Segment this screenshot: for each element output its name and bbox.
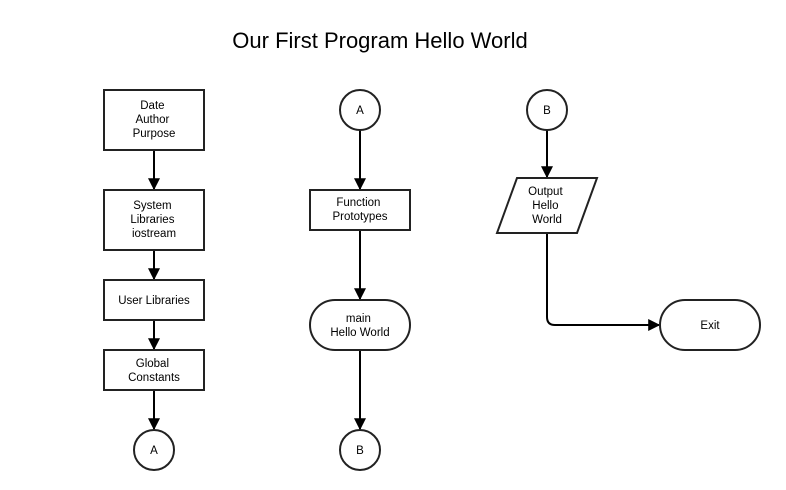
connector-b-out-label: B xyxy=(356,445,364,457)
svg-text:Exit: Exit xyxy=(700,320,720,332)
header-line-author: Author xyxy=(135,114,169,126)
io-output-hello-world: Output Hello World xyxy=(495,177,599,234)
output-line-2: Hello xyxy=(532,200,558,212)
svg-text:Date Author Purpos: Date Author Purpose xyxy=(133,100,176,140)
svg-text:A: A xyxy=(356,105,364,117)
process-header: Date Author Purpose xyxy=(103,89,205,151)
system-libs-line-1: System xyxy=(133,200,171,212)
edges xyxy=(148,130,661,431)
svg-text:B: B xyxy=(543,105,551,117)
svg-text:main Hello World: main Hello World xyxy=(330,313,389,339)
main-line-1: main xyxy=(346,313,371,325)
svg-text:A: A xyxy=(150,445,158,457)
main-line-2: Hello World xyxy=(330,327,389,339)
diagram-title: Our First Program Hello World xyxy=(232,28,527,53)
process-system-libraries: System Libraries iostream xyxy=(103,189,205,251)
svg-text:B: B xyxy=(356,445,364,457)
terminal-exit: Exit xyxy=(659,299,761,351)
connector-b-in: B xyxy=(526,89,568,131)
process-function-prototypes: Function Prototypes xyxy=(309,189,411,231)
connector-a-out: A xyxy=(133,429,175,471)
connector-a-out-label: A xyxy=(150,445,158,457)
svg-text:System Libraries i: System Libraries iostream xyxy=(130,200,177,240)
connector-b-out: B xyxy=(339,429,381,471)
edge-output-to-exit xyxy=(546,233,661,331)
connector-b-in-label: B xyxy=(543,105,551,117)
connector-a-in-label: A xyxy=(356,105,364,117)
exit-label: Exit xyxy=(700,320,720,332)
output-line-3: World xyxy=(532,214,562,226)
svg-text:Output Hello World: Output Hello World xyxy=(528,186,566,226)
globals-line-1: Global xyxy=(136,358,169,370)
system-libs-line-3: iostream xyxy=(132,228,176,240)
system-libs-line-2: Libraries xyxy=(130,214,174,226)
svg-text:Function Prototypes: Function Prototypes xyxy=(333,197,388,223)
header-line-purpose: Purpose xyxy=(133,128,176,140)
header-line-date: Date xyxy=(140,100,164,112)
prototypes-line-1: Function xyxy=(336,197,380,209)
svg-text:User Libraries: User Libraries xyxy=(118,295,190,307)
output-line-1: Output xyxy=(528,186,563,198)
process-user-libraries: User Libraries xyxy=(103,279,205,321)
globals-line-2: Constants xyxy=(128,372,180,384)
prototypes-line-2: Prototypes xyxy=(333,211,388,223)
process-global-constants: Global Constants xyxy=(103,349,205,391)
connector-a-in: A xyxy=(339,89,381,131)
user-libs-line-1: User Libraries xyxy=(118,295,190,307)
terminal-main: main Hello World xyxy=(309,299,411,351)
svg-text:Global Constants: Global Constants xyxy=(128,358,180,384)
